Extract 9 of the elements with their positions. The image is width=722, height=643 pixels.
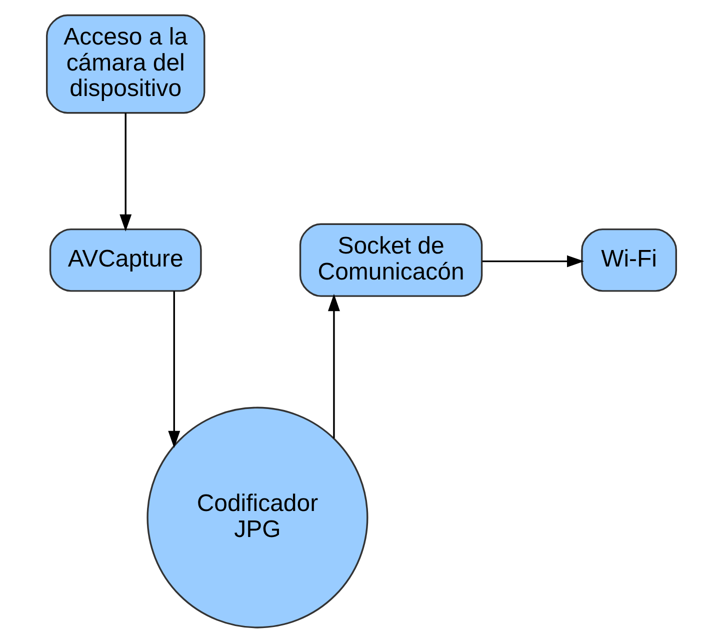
node-box: AVCapture [48,228,202,292]
node-circle: Codificador JPG [146,406,368,628]
arrow [327,294,340,438]
arrow [119,113,132,232]
node-box: Socket de Comunicacón [298,223,482,297]
node-box: Wi-Fi [580,228,676,292]
arrow [168,291,180,448]
arrow [482,255,584,268]
node-box: Acceso a la cámara del dispositivo [46,14,205,114]
